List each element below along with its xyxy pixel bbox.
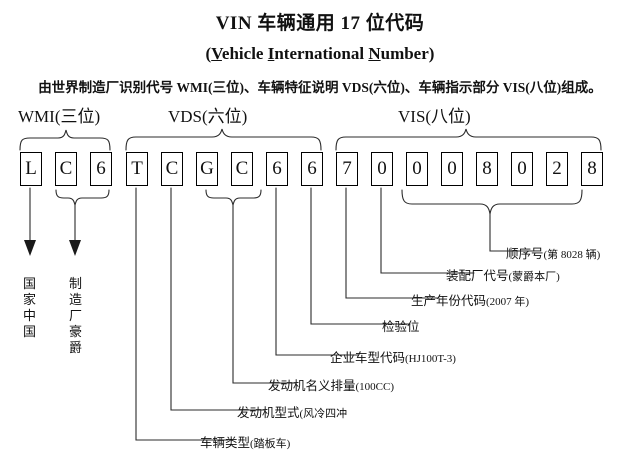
callout-vehicle-type-detail: (踏板车) <box>250 438 291 450</box>
callout-serial-number-detail: (第 8028 辆) <box>543 249 601 261</box>
subtitle-umber: umber <box>380 44 429 63</box>
vin-char-box: 7 <box>336 152 358 186</box>
subtitle-n: N <box>368 44 381 63</box>
callout-assembly-plant: 装配厂代号(蒙爵本厂) <box>446 265 560 284</box>
subtitle-open-paren: ( <box>205 44 212 63</box>
group-label-vds: VDS(六位) <box>168 107 248 126</box>
subtitle-v: V <box>211 44 222 63</box>
callout-model-year: 生产年份代码(2007 年) <box>411 290 529 309</box>
callout-model-year-detail: (2007 年) <box>486 296 530 308</box>
group-label-vis: VIS(八位) <box>398 107 471 126</box>
description-line: 由世界制造厂识别代号 WMI(三位)、车辆特征说明 VDS(六位)、车辆指示部分… <box>38 80 602 95</box>
callout-check-digit-text: 检验位 <box>382 320 420 334</box>
callout-serial-number-text: 顺序号 <box>506 247 544 261</box>
brace-manufacturer <box>55 189 110 206</box>
leader-model-year <box>345 187 440 299</box>
vin-char-box: 6 <box>266 152 288 186</box>
group-label-wmi: WMI(三位) <box>18 107 101 126</box>
callout-displacement-detail: (100CC) <box>355 381 395 393</box>
callout-displacement-text: 发动机名义排量 <box>268 379 356 393</box>
vin-char-box: 2 <box>546 152 568 186</box>
leader-check-digit <box>310 187 411 325</box>
leader-model-code <box>275 187 359 356</box>
callout-assembly-plant-text: 装配厂代号 <box>446 269 509 283</box>
vin-char-box: C <box>55 152 77 186</box>
callout-model-code-text: 企业车型代码 <box>330 351 406 365</box>
subtitle: (Vehicle International Number) <box>0 44 640 64</box>
page-title: VIN 车辆通用 17 位代码 <box>215 13 425 34</box>
vertical-label-manufacturer: 制造厂豪爵 <box>68 276 82 355</box>
callout-engine-type: 发动机型式(风冷四冲 <box>237 402 347 421</box>
vin-char-box: T <box>126 152 148 186</box>
vin-char-box: 8 <box>476 152 498 186</box>
vin-char-box: 6 <box>301 152 323 186</box>
vin-char-box: C <box>161 152 183 186</box>
leader-vehicle-type <box>135 187 229 441</box>
vin-char-box: 0 <box>371 152 393 186</box>
subtitle-i: I <box>267 44 275 63</box>
callout-assembly-plant-detail: (蒙爵本厂) <box>508 271 560 283</box>
subtitle-close-paren: ) <box>428 44 435 63</box>
callout-model-code-detail: (HJ100T-3) <box>405 353 456 365</box>
callout-displacement: 发动机名义排量(100CC) <box>268 375 394 394</box>
brace-wmi <box>19 129 111 151</box>
vin-char-box: 0 <box>511 152 533 186</box>
vin-char-box: 6 <box>90 152 112 186</box>
callout-model-year-text: 生产年份代码 <box>411 294 487 308</box>
subtitle-nternational: nternational <box>274 44 369 63</box>
callout-vehicle-type-text: 车辆类型 <box>200 436 251 450</box>
leader-engine-type <box>170 187 266 411</box>
leader-assembly-plant <box>380 187 475 274</box>
brace-displacement <box>205 189 262 206</box>
brace-vds <box>125 128 322 151</box>
vertical-label-country: 国家中国 <box>22 276 36 339</box>
callout-engine-type-text: 发动机型式 <box>237 406 300 420</box>
vin-char-box: L <box>20 152 42 186</box>
callout-serial-number: 顺序号(第 8028 辆) <box>506 243 600 262</box>
callout-engine-type-detail: (风冷四冲 <box>299 408 348 420</box>
vin-char-box: 0 <box>406 152 428 186</box>
vin-char-box: C <box>231 152 253 186</box>
callout-vehicle-type: 车辆类型(踏板车) <box>200 432 290 451</box>
callout-model-code: 企业车型代码(HJ100T-3) <box>330 347 456 366</box>
subtitle-ehicle: ehicle <box>221 44 268 63</box>
brace-vis <box>335 128 602 151</box>
leader-displacement <box>232 204 297 384</box>
vin-char-box: 0 <box>441 152 463 186</box>
arrowhead-country <box>24 240 36 256</box>
arrowhead-manufacturer <box>69 240 81 256</box>
vin-char-box: 8 <box>581 152 603 186</box>
vin-char-box: G <box>196 152 218 186</box>
callout-check-digit: 检验位 <box>382 316 420 335</box>
brace-serial-number <box>401 189 583 215</box>
